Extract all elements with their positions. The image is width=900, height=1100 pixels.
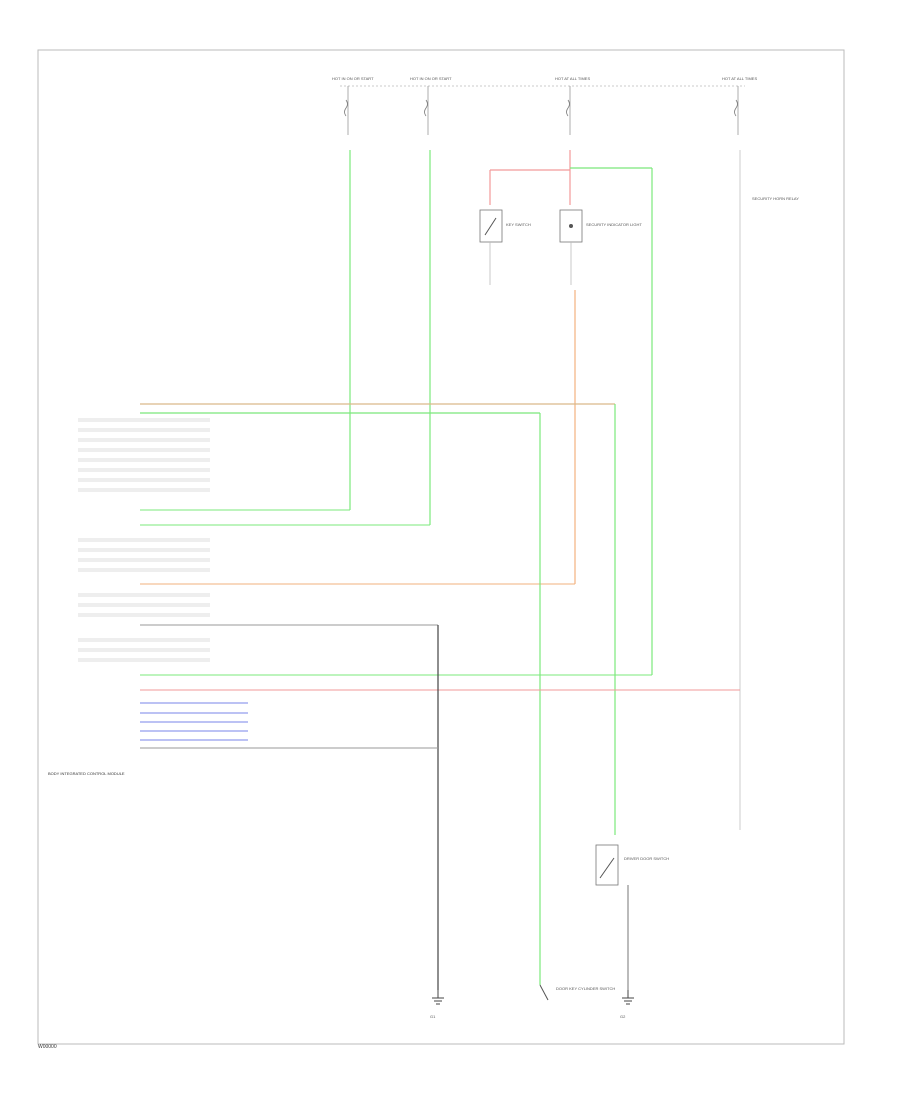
component-label-key-switch: KEY SWITCH	[506, 222, 531, 227]
module-rows	[78, 418, 210, 662]
ground-2	[622, 990, 634, 1005]
component-label-security-indicator: SECURITY INDICATOR LIGHT	[586, 222, 642, 227]
fuse-label-2: HOT IN ON OR START	[410, 76, 452, 81]
ground-1	[432, 990, 444, 1005]
ground-label-1: G1	[430, 1014, 436, 1019]
module-pin-lines	[140, 403, 740, 990]
fuse-label-4: HOT AT ALL TIMES	[722, 76, 757, 81]
module-label: BODY INTEGRATED CONTROL MODULE	[48, 771, 125, 776]
ground-label-2: G2	[620, 1014, 626, 1019]
driver-door-switch	[595, 844, 629, 990]
fuse-1	[344, 86, 349, 135]
fuse-2	[424, 86, 429, 135]
fuse-4	[734, 86, 739, 135]
component-label-security-horn-relay: SECURITY HORN RELAY	[752, 196, 799, 201]
diagram-frame	[37, 49, 845, 1045]
fuse-label-1: HOT IN ON OR START	[332, 76, 374, 81]
fuse-3	[566, 86, 571, 135]
key-switch	[479, 209, 503, 285]
component-label-driver-door-switch: DRIVER DOOR SWITCH	[624, 856, 669, 861]
door-key-cylinder-switch	[539, 984, 549, 1001]
fuse-label-3: HOT AT ALL TIMES	[555, 76, 590, 81]
security-indicator-light	[559, 209, 583, 285]
diagram-id: W00000	[38, 1044, 57, 1050]
component-label-door-key-cylinder: DOOR KEY CYLINDER SWITCH	[556, 986, 615, 991]
